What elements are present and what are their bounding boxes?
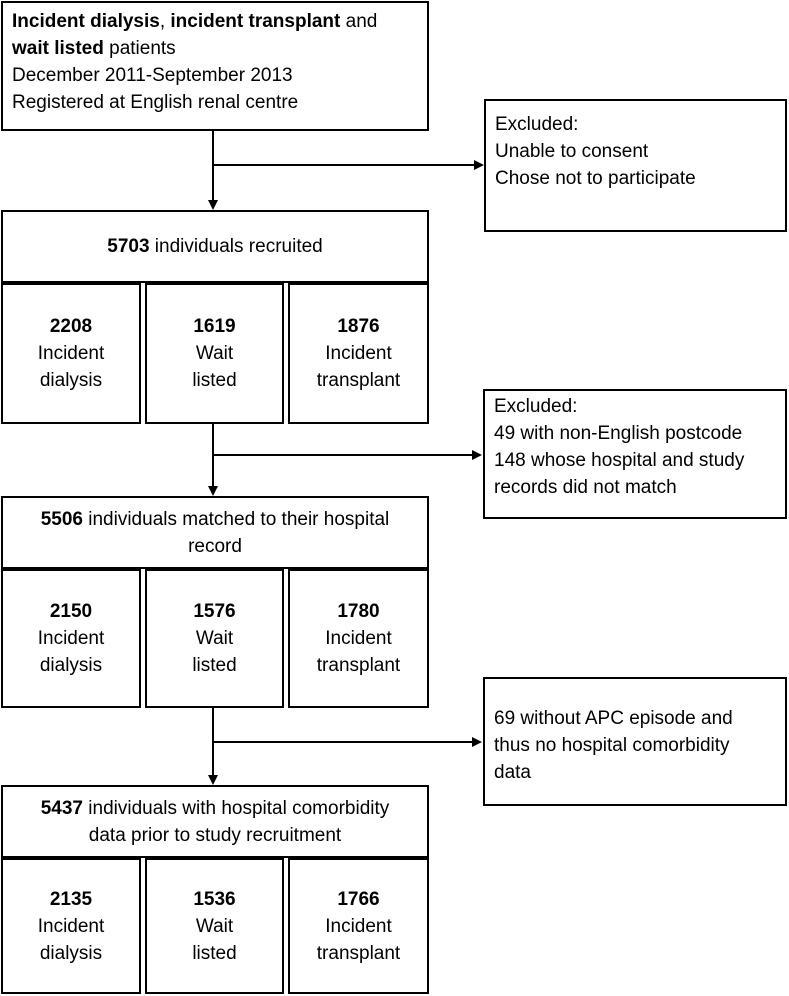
eligible-line-1: Incident dialysis, incident transplant a…	[12, 11, 378, 32]
stage-2-group-transplant: 1780 Incident transplant	[288, 569, 429, 708]
group-label-line-1: Incident	[37, 628, 105, 649]
stage-2-text-line-2: record	[188, 535, 242, 557]
stage-2-group-wait-listed: 1576 Wait listed	[145, 569, 284, 708]
group-count: 2208	[49, 316, 93, 337]
group-count: 1619	[193, 316, 236, 337]
group-label-line-1: Incident	[325, 628, 392, 649]
group-count: 1780	[337, 601, 380, 622]
group-label-line-1: Incident	[37, 915, 105, 937]
eligible-date-range: December 2011-September 2013	[12, 65, 293, 86]
stage-2-group-dialysis: 2150 Incident dialysis	[1, 569, 141, 708]
group-label-line-1: Incident	[325, 915, 392, 937]
eligible-patients-box: Incident dialysis, incident transplant a…	[1, 1, 429, 131]
group-label-line-2: dialysis	[39, 655, 103, 676]
stage-1-group-transplant: 1876 Incident transplant	[288, 283, 429, 424]
excluded-1-title: Excluded:	[495, 114, 579, 135]
group-label-line-2: listed	[192, 942, 237, 964]
excluded-box-2: Excluded: 49 with non-English postcode 1…	[483, 389, 787, 519]
group-label-line-1: Wait	[195, 343, 234, 364]
stage-2-header: 5506 individuals matched to their hospit…	[1, 496, 429, 569]
group-count: 2135	[49, 888, 93, 910]
group-label-line-1: Incident	[37, 343, 105, 364]
group-label-line-2: transplant	[316, 942, 401, 964]
excluded-box-1: Excluded: Unable to consent Chose not to…	[484, 99, 787, 232]
group-label-line-1: Incident	[325, 343, 392, 364]
stage-1-header: 5703 individuals recruited	[1, 210, 429, 283]
excluded-2-title: Excluded:	[494, 396, 578, 417]
stage-3-text-line-1: 5437 individuals with hospital comorbidi…	[40, 797, 390, 819]
excluded-3-reason-3: data	[494, 762, 531, 783]
group-count: 2150	[49, 601, 93, 622]
stage-1-group-dialysis: 2208 Incident dialysis	[1, 283, 141, 424]
group-label-line-2: transplant	[316, 655, 401, 676]
group-label-line-2: dialysis	[39, 942, 103, 964]
stage-3-group-dialysis: 2135 Incident dialysis	[1, 858, 141, 994]
eligible-line-2: wait listed patients	[12, 38, 176, 59]
stage-3-group-wait-listed: 1536 Wait listed	[145, 858, 284, 994]
excluded-3-reason-1: 69 without APC episode and	[494, 708, 733, 729]
eligible-registration: Registered at English renal centre	[12, 92, 299, 113]
excluded-box-3: 69 without APC episode and thus no hospi…	[483, 677, 787, 806]
group-count: 1766	[337, 888, 380, 910]
excluded-3-reason-2: thus no hospital comorbidity	[494, 735, 730, 756]
group-count: 1536	[193, 888, 236, 910]
excluded-2-reason-1: 49 with non-English postcode	[494, 423, 743, 444]
stage-1-text: 5703 individuals recruited	[107, 236, 323, 257]
excluded-2-reason-2: 148 whose hospital and study	[494, 450, 745, 471]
stage-3-text-line-2: data prior to study recruitment	[88, 824, 342, 846]
group-label-line-2: dialysis	[39, 370, 103, 391]
stage-3-header: 5437 individuals with hospital comorbidi…	[1, 785, 429, 858]
excluded-1-reason-1: Unable to consent	[495, 141, 649, 162]
stage-1-group-wait-listed: 1619 Wait listed	[145, 283, 284, 424]
excluded-2-reason-3: records did not match	[494, 477, 677, 498]
group-label-line-2: listed	[192, 655, 237, 676]
group-label-line-2: transplant	[316, 370, 401, 391]
group-label-line-1: Wait	[195, 628, 234, 649]
stage-3-group-transplant: 1766 Incident transplant	[288, 858, 429, 994]
stage-2-text-line-1: 5506 individuals matched to their hospit…	[40, 508, 390, 530]
group-label-line-1: Wait	[195, 915, 234, 937]
group-count: 1876	[337, 316, 380, 337]
group-count: 1576	[193, 601, 236, 622]
group-label-line-2: listed	[192, 370, 237, 391]
excluded-1-reason-2: Chose not to participate	[495, 168, 696, 189]
